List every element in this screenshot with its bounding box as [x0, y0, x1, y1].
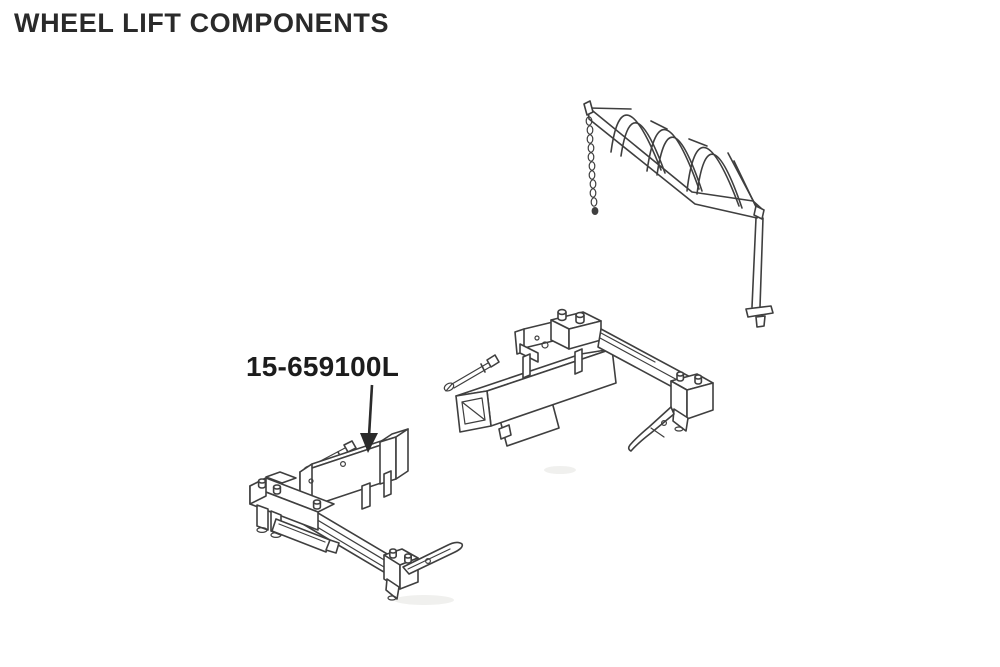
claw-icon	[627, 406, 675, 452]
crossbar-assembly-right-drawing	[443, 308, 714, 452]
strap-hook-icon	[745, 217, 774, 328]
scan-smudge	[394, 595, 454, 605]
tire-strap-sling-drawing	[583, 100, 774, 328]
chain-icon	[585, 116, 599, 215]
crossbar-assembly-left-drawing	[249, 428, 464, 601]
page-title: WHEEL LIFT COMPONENTS	[14, 8, 390, 38]
leader-arrow-icon	[360, 384, 378, 453]
scan-smudge	[544, 466, 576, 474]
hitch-pin-icon	[443, 354, 500, 392]
claw-icon	[402, 541, 464, 575]
part-number-label: 15-659100L	[246, 351, 400, 382]
